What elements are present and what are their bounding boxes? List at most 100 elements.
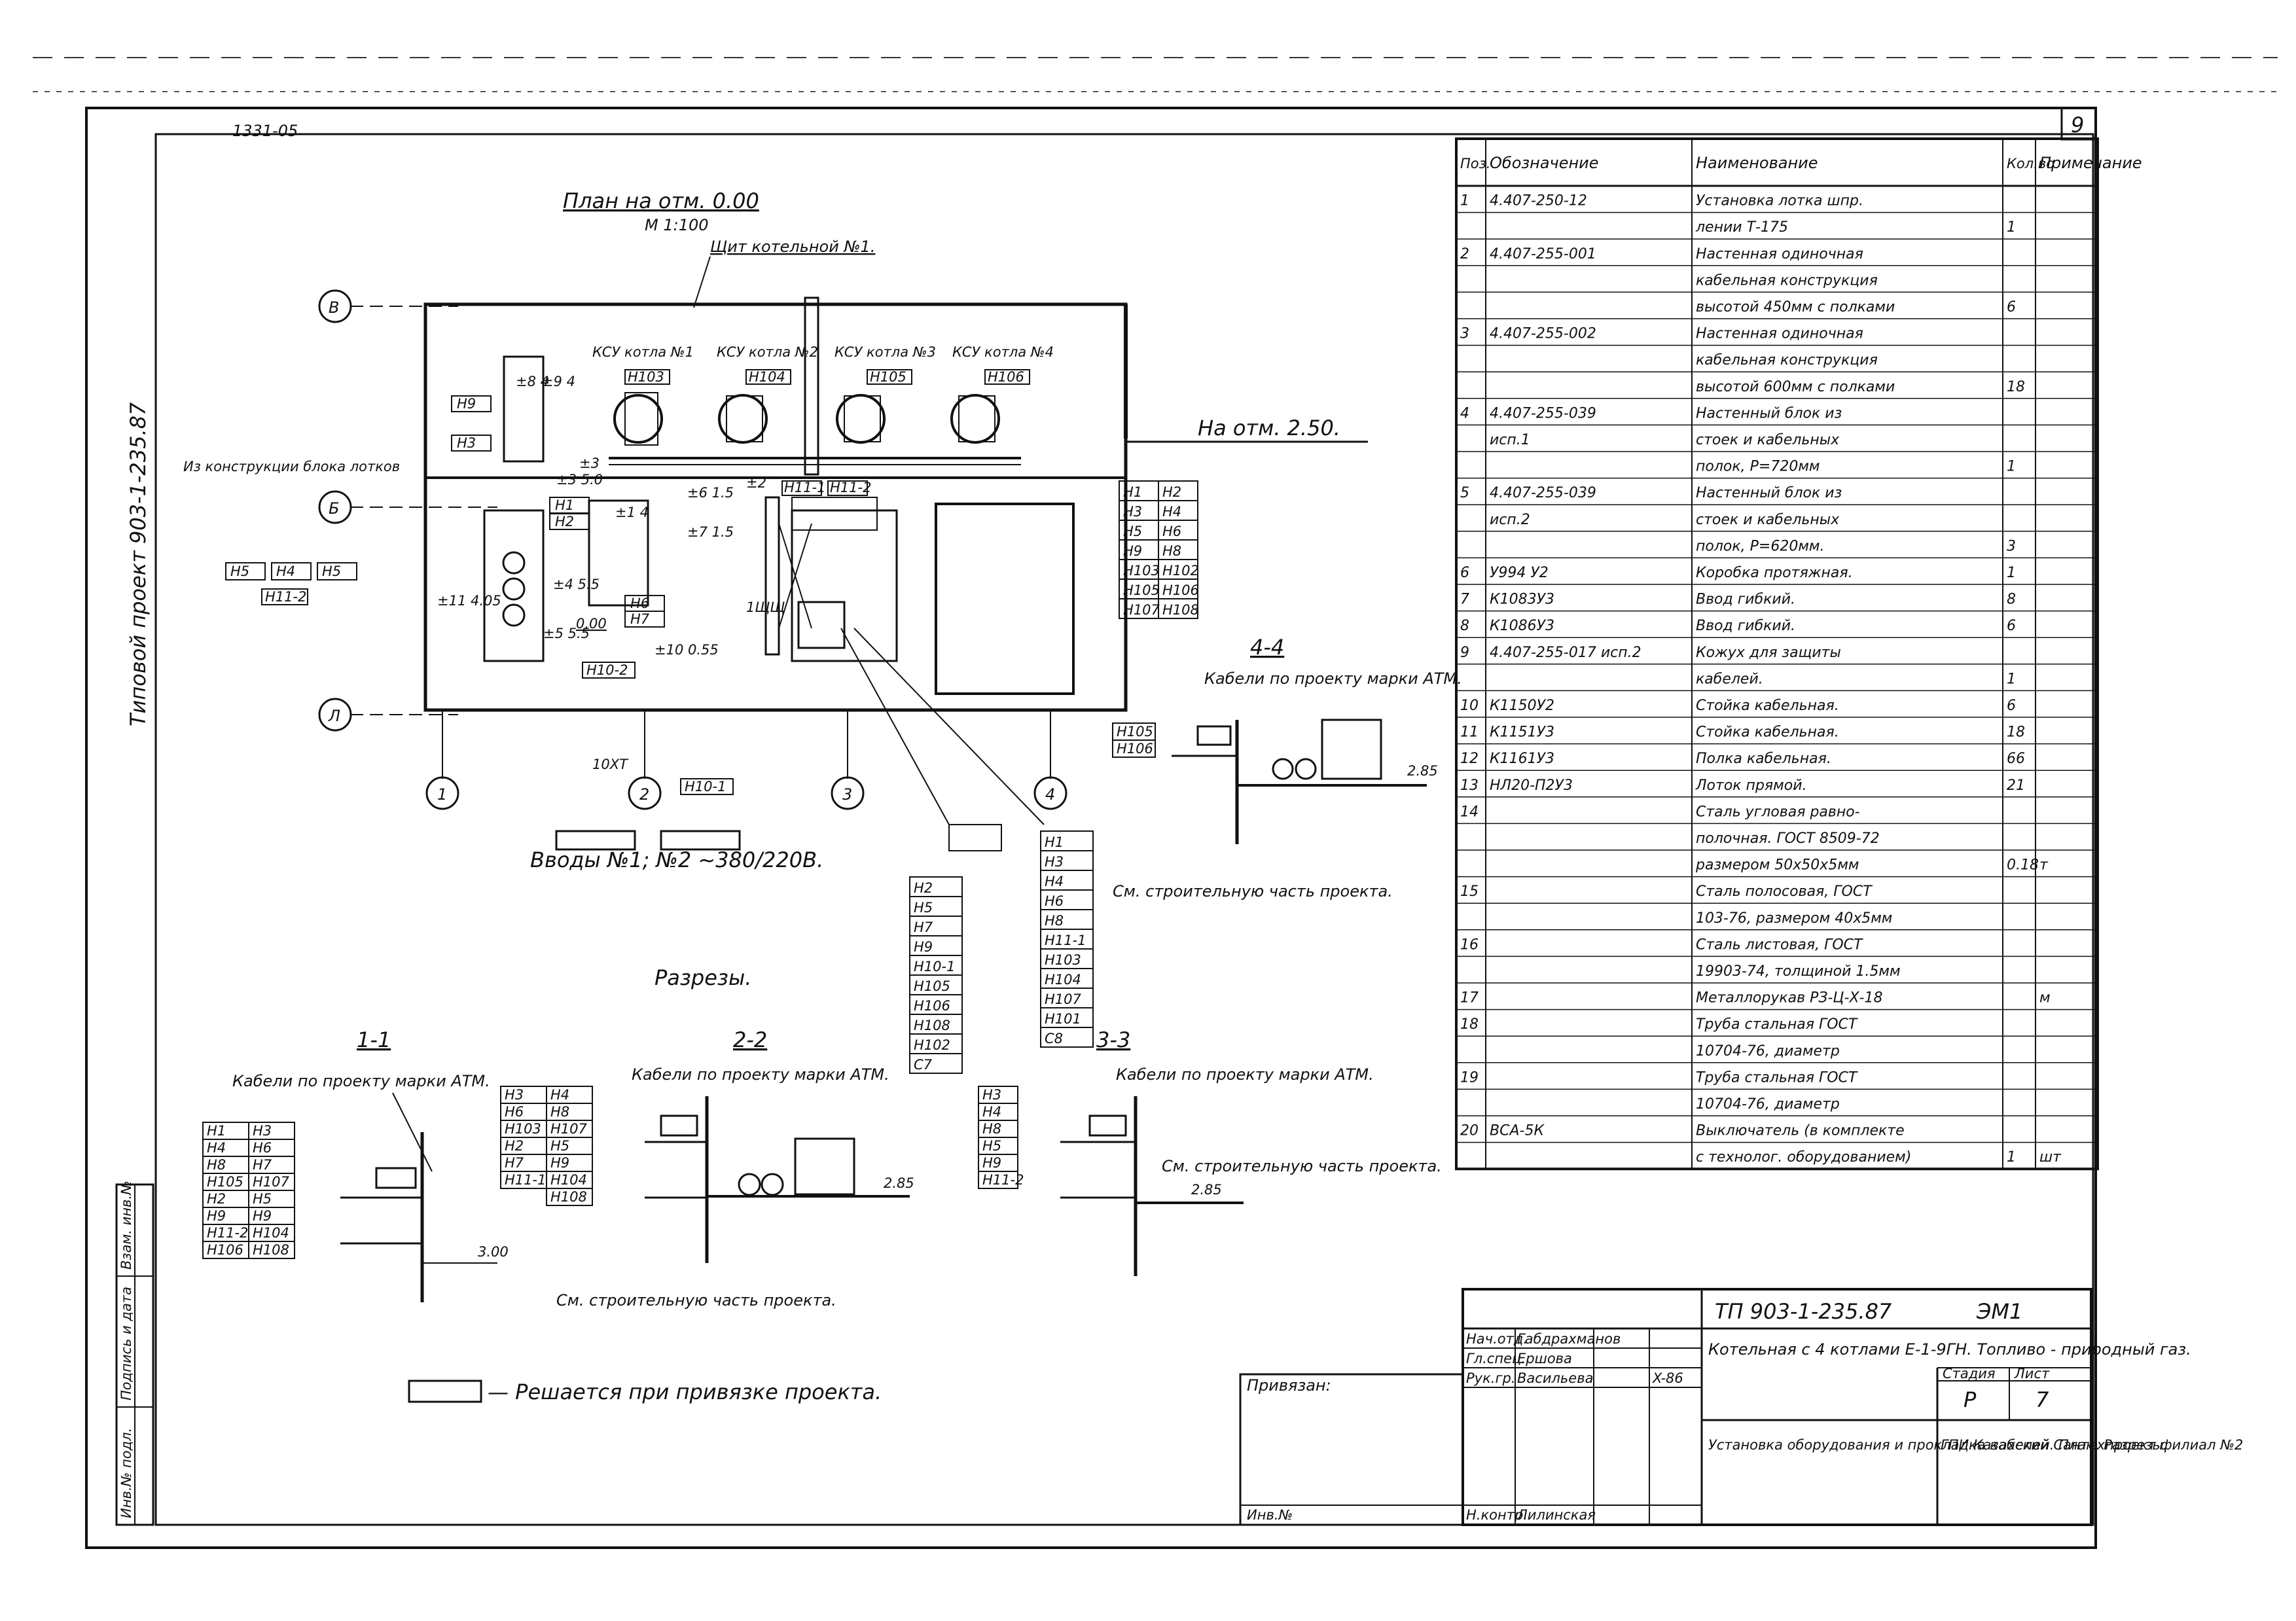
tag-box bbox=[1040, 1027, 1094, 1048]
spec-cell: 4.407-255-039 bbox=[1490, 485, 1596, 501]
tag-label: С8 bbox=[1045, 1031, 1063, 1046]
boiler-1: КСУ котла №1 Н103 bbox=[592, 344, 694, 446]
tag-label: Н107 bbox=[1123, 602, 1160, 618]
tag-label: Н107 bbox=[550, 1121, 588, 1137]
spec-cell: Выключатель (в комплекте bbox=[1696, 1123, 1905, 1139]
tag-label: Н4 bbox=[1045, 874, 1064, 889]
spec-cell: 6 bbox=[2007, 299, 2016, 315]
spec-cell: 3 bbox=[1460, 326, 1469, 342]
inputs-note: Вводы №1; №2 ~380/220В. bbox=[530, 847, 823, 872]
spec-cell: 10704-76, диаметр bbox=[1696, 1043, 1840, 1060]
section-2-2-cables-note: Кабели по проекту марки АТМ. bbox=[632, 1065, 889, 1084]
spec-cell: полочная. ГОСТ 8509-72 bbox=[1696, 830, 1880, 847]
tag-label: Н2 bbox=[207, 1191, 226, 1207]
tag-label: Н5 bbox=[253, 1191, 272, 1207]
spec-cell: 17 bbox=[1460, 990, 1479, 1006]
mark-10: ±10 0.55 bbox=[655, 642, 719, 658]
mark-1: ±1 4 bbox=[615, 505, 649, 520]
elevation-2-50: На отм. 2.50. bbox=[1198, 416, 1340, 440]
tag-label: Н6 bbox=[505, 1104, 524, 1120]
section-4-4-title: 4-4 bbox=[1250, 635, 1284, 660]
stamp-box-2: Подпись и дата bbox=[118, 1287, 134, 1400]
tag-n10-1: Н10-1 bbox=[685, 779, 726, 794]
spec-header-2: Наименование bbox=[1696, 154, 1818, 172]
mark-2: ±2 bbox=[746, 475, 766, 491]
tag-label: Н106 bbox=[1117, 741, 1153, 757]
tag-label: Н108 bbox=[914, 1018, 950, 1033]
tag-label: Н8 bbox=[550, 1104, 569, 1120]
tag-n11-2b: Н11-2 bbox=[830, 480, 871, 495]
inner-frame bbox=[154, 133, 2094, 1526]
spec-cell: высотой 600мм с полками bbox=[1696, 379, 1895, 395]
spec-cell: 66 bbox=[2007, 751, 2025, 767]
section-3-3-building-note: См. строительную часть проекта. bbox=[1162, 1157, 1442, 1175]
spec-cell: полок, Р=720мм bbox=[1696, 459, 1820, 475]
spec-cell: Труба стальная ГОСТ bbox=[1696, 1016, 1858, 1033]
spec-cell: 11 bbox=[1460, 724, 1479, 741]
spec-cell: 10704-76, диаметр bbox=[1696, 1096, 1840, 1113]
spec-cell: Ввод гибкий. bbox=[1696, 618, 1795, 634]
plan-view: План на отм. 0.00 М 1:100 Щит котельной … bbox=[183, 188, 1368, 1074]
tb-role-1: Нач.отд. bbox=[1466, 1331, 1528, 1347]
tag-label: Н10-1 bbox=[914, 959, 955, 974]
spec-cell: К1086У3 bbox=[1490, 618, 1554, 634]
mark-4: ±4 5.5 bbox=[553, 577, 600, 592]
section-1-1: 1-1 Кабели по проекту марки АТМ. 3.00 См… bbox=[202, 1027, 836, 1309]
tag-label: Н108 bbox=[550, 1189, 587, 1205]
spec-cell: 19 bbox=[1460, 1069, 1479, 1086]
tag-label: Н102 bbox=[914, 1037, 950, 1053]
tag-label: Н9 bbox=[982, 1155, 1001, 1171]
tag-n6: Н6 bbox=[630, 596, 649, 611]
spec-cell: 1 bbox=[2007, 459, 2016, 475]
tag-label: Н1 bbox=[207, 1123, 226, 1139]
tag-label: Н11-2 bbox=[207, 1225, 248, 1241]
spec-cell: 9 bbox=[1460, 645, 1469, 661]
spec-cell: 5 bbox=[1460, 485, 1469, 501]
tag-label: Н7 bbox=[253, 1157, 272, 1173]
tag-label: Н108 bbox=[1162, 602, 1199, 618]
spec-cell: Настенная одиночная bbox=[1696, 326, 1863, 342]
tag-n11-2: Н11-2 bbox=[265, 589, 306, 605]
boiler-4-label: КСУ котла №4 bbox=[952, 344, 1054, 360]
boiler-2-label: КСУ котла №2 bbox=[717, 344, 818, 360]
tb-privyazan: Привязан: bbox=[1247, 1376, 1331, 1395]
mark-11: ±11 4.05 bbox=[437, 593, 501, 609]
tag-label: Н2 bbox=[1162, 484, 1181, 500]
spec-cell: 1 bbox=[2007, 671, 2016, 687]
tag-label: Н8 bbox=[1162, 543, 1181, 559]
spec-cell: Полка кабельная. bbox=[1696, 751, 1831, 767]
axis-letter-l: Л bbox=[328, 707, 340, 725]
tag-label: Н3 bbox=[1123, 504, 1142, 520]
tag-label: Н1 bbox=[1123, 484, 1142, 500]
section-1-1-cables-note: Кабели по проекту марки АТМ. bbox=[232, 1072, 490, 1090]
spec-cell: Ввод гибкий. bbox=[1696, 592, 1795, 608]
spec-cell: 2 bbox=[1460, 246, 1469, 262]
boiler-3-tag: Н105 bbox=[870, 369, 906, 385]
tag-label: Н103 bbox=[505, 1121, 541, 1137]
side-project-label: Типовой проект 903-1-235.87 bbox=[126, 402, 151, 726]
spec-cell: 4.407-255-039 bbox=[1490, 405, 1596, 421]
tb-role-4: Н.контр. bbox=[1466, 1507, 1528, 1523]
tag-label: Н8 bbox=[1045, 913, 1064, 929]
tb-sheet-hdr: Лист bbox=[2014, 1366, 2050, 1381]
spec-cell: лении Т-175 bbox=[1695, 219, 1788, 236]
spec-cell: 18 bbox=[2007, 379, 2025, 395]
tag-label: Н4 bbox=[550, 1087, 569, 1103]
spec-cell: 18 bbox=[2007, 724, 2025, 741]
mark-9: ±9 4 bbox=[542, 374, 575, 389]
spec-cell: Стойка кабельная. bbox=[1696, 724, 1839, 741]
axis-letter-v: В bbox=[329, 298, 339, 317]
boiler-1-tag: Н103 bbox=[628, 369, 664, 385]
spec-cell: 10 bbox=[1460, 698, 1479, 714]
spec-cell: 0.18 bbox=[2007, 857, 2039, 874]
axis-letter-b: Б bbox=[329, 499, 339, 518]
mark-3: ±3 5.0 bbox=[556, 472, 603, 488]
spec-cell: Лоток прямой. bbox=[1695, 777, 1807, 794]
tag-label: Н2 bbox=[505, 1138, 524, 1154]
section-4-4-cables-note: Кабели по проекту марки АТМ. bbox=[1204, 669, 1462, 688]
